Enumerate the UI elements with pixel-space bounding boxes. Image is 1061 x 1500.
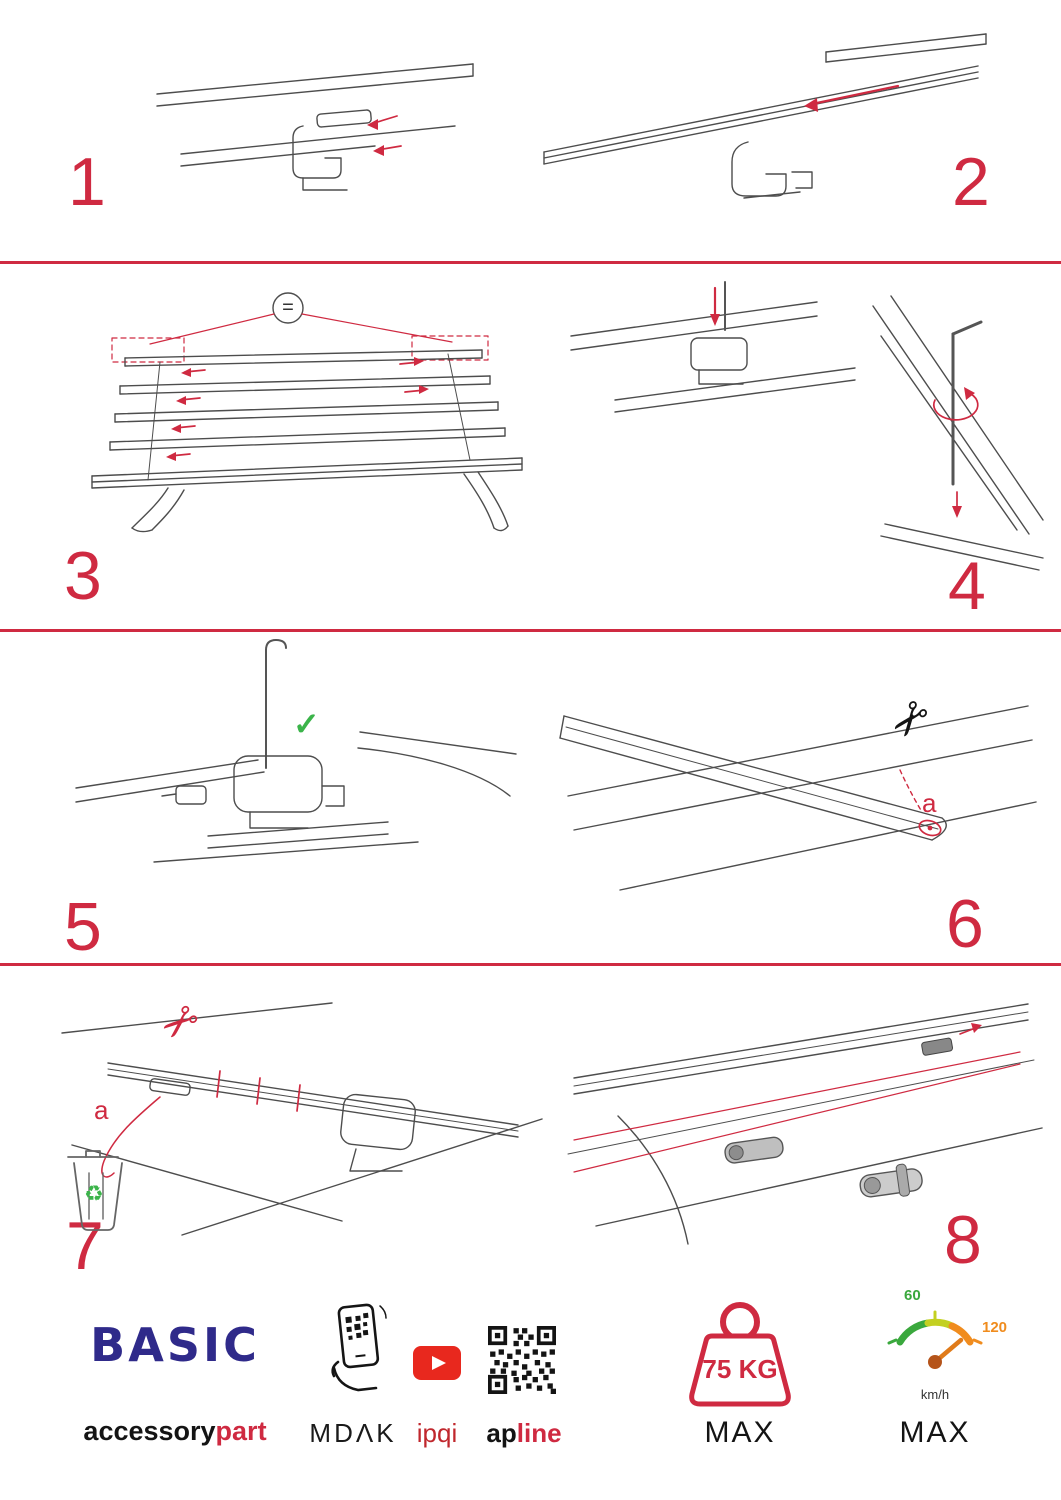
step-1-number: 1 <box>68 144 106 220</box>
step-4-drawing <box>570 281 1044 571</box>
step-3-illustration: = <box>50 278 550 533</box>
cut-part-label: a <box>94 1095 109 1125</box>
step-5-illustration: ✓ <box>58 636 528 901</box>
step-6-drawing <box>559 705 1037 891</box>
step-8-drawing <box>567 1003 1043 1245</box>
step-6-number: 6 <box>946 886 984 962</box>
partner-label-ipqi: ipqi <box>416 1418 458 1448</box>
step-5-number: 5 <box>64 889 102 965</box>
section-divider-2 <box>0 629 1061 632</box>
equal-spacing-label: = <box>282 296 294 319</box>
qr-code-icon <box>488 1326 556 1394</box>
phone-scan-drawing <box>331 1303 387 1392</box>
brand-sub-black: accessory <box>83 1416 216 1446</box>
youtube-drawing <box>413 1346 461 1380</box>
max-load-label: MAX <box>704 1416 776 1449</box>
speed-tick-60: 60 <box>904 1287 921 1304</box>
speedometer-icon <box>876 1296 994 1404</box>
step-4-number: 4 <box>948 548 986 624</box>
apline-red: line <box>516 1418 562 1448</box>
step-3-number: 3 <box>64 538 102 614</box>
cut-part-label: a <box>922 788 937 818</box>
youtube-icon <box>413 1346 461 1380</box>
step-2-drawing <box>543 33 987 199</box>
recycle-icon: ♻ <box>84 1181 104 1206</box>
step-7-number: 7 <box>66 1208 104 1284</box>
speedometer-drawing <box>887 1310 983 1369</box>
step-5-drawing <box>75 639 517 863</box>
check-icon: ✓ <box>293 706 320 742</box>
step-8-illustration <box>560 982 1045 1250</box>
step-8-number: 8 <box>944 1202 982 1278</box>
step-2-number: 2 <box>952 144 990 220</box>
speed-unit-label: km/h <box>920 1387 950 1402</box>
step-1-illustration <box>145 50 485 240</box>
section-divider-1 <box>0 261 1061 264</box>
step-7-illustration: ✂ a ♻ <box>42 985 547 1247</box>
weight-drawing <box>689 1302 791 1407</box>
speed-max-label: MAX <box>899 1416 971 1449</box>
max-load-icon <box>676 1296 804 1416</box>
qr-code-drawing <box>488 1326 556 1394</box>
apline-black: ap <box>486 1418 517 1448</box>
step-1-drawing <box>156 63 474 191</box>
section-divider-3 <box>0 963 1061 966</box>
max-load-value: 75 KG <box>702 1354 778 1384</box>
step-6-illustration: ✂ a <box>550 678 1045 913</box>
partner-label-mdak: MDΛK <box>309 1418 397 1448</box>
brand-logo-basic: BASIC <box>90 1318 260 1372</box>
step-4-illustration <box>555 272 1045 602</box>
step-2-illustration <box>530 22 1008 222</box>
brand-logo-accessorypart: accessorypart <box>60 1418 290 1445</box>
step-3-drawing <box>91 292 523 533</box>
brand-sub-red: part <box>215 1416 267 1446</box>
step-7-drawing <box>61 1002 543 1236</box>
partner-label-apline: apline <box>478 1420 570 1446</box>
speed-tick-120: 120 <box>982 1319 1008 1336</box>
phone-scan-icon <box>318 1302 396 1398</box>
